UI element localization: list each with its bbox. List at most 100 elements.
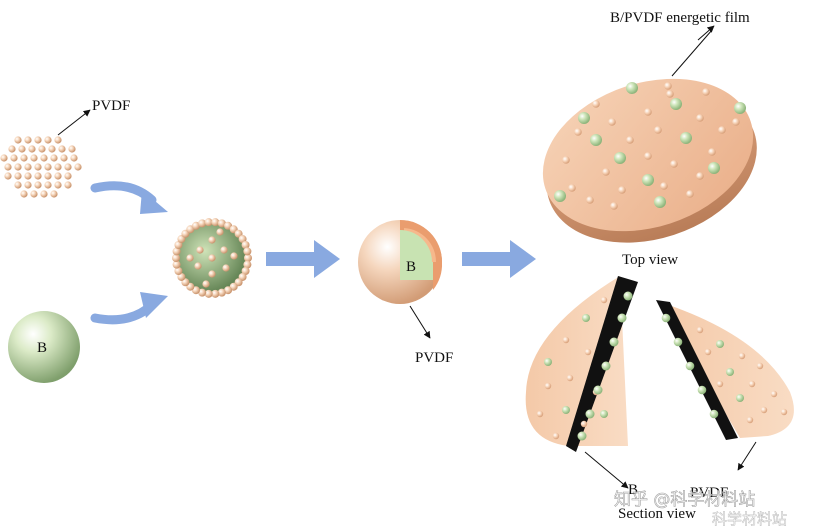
pvdf-particle bbox=[241, 240, 250, 249]
pvdf-particle bbox=[196, 246, 204, 254]
edge-b-particle bbox=[609, 337, 619, 347]
section-pvdf-label: PVDF bbox=[690, 485, 728, 501]
pvdf-particle bbox=[4, 172, 12, 180]
pvdf-particle-dot bbox=[592, 100, 600, 108]
section-view-label: Section view bbox=[618, 506, 696, 522]
block-arrow-1 bbox=[266, 240, 340, 278]
pvdf-particle-dot bbox=[660, 182, 668, 190]
b-particle-label: B bbox=[37, 340, 47, 356]
pvdf-particle bbox=[238, 235, 247, 244]
pvdf-particle bbox=[58, 145, 66, 153]
pvdf-particle-dot bbox=[586, 196, 594, 204]
pvdf-particle-dot bbox=[696, 172, 704, 180]
b-core-lower bbox=[400, 262, 433, 280]
b-particle-dot bbox=[590, 134, 602, 146]
slice-particle bbox=[780, 408, 788, 416]
pvdf-particle bbox=[54, 181, 62, 189]
pvdf-particle bbox=[68, 145, 76, 153]
coated-b-label: B bbox=[406, 259, 416, 275]
pvdf-particle bbox=[174, 267, 183, 276]
pvdf-particle bbox=[211, 289, 220, 298]
pvdf-particle bbox=[224, 286, 233, 295]
b-particle-dot bbox=[614, 152, 626, 164]
pvdf-particle bbox=[14, 172, 22, 180]
edge-b-particle bbox=[685, 361, 695, 371]
pvdf-particle bbox=[198, 288, 207, 297]
pvdf-particle bbox=[186, 254, 194, 262]
section-pvdf-pointer bbox=[737, 441, 757, 471]
pvdf-particle bbox=[48, 145, 56, 153]
pvdf-pointer-arrow bbox=[57, 109, 91, 136]
pvdf-particle bbox=[14, 163, 22, 171]
pvdf-particle bbox=[172, 247, 181, 256]
pvdf-particle bbox=[202, 280, 210, 288]
b-particle-dot bbox=[680, 132, 692, 144]
pvdf-particle bbox=[44, 181, 52, 189]
pvdf-particle bbox=[222, 264, 230, 272]
pvdf-particle bbox=[50, 190, 58, 198]
pvdf-particle-dot bbox=[644, 108, 652, 116]
section-b-label: B bbox=[628, 482, 638, 498]
slice-particle bbox=[746, 416, 754, 424]
pvdf-particle bbox=[211, 218, 220, 227]
pvdf-particle bbox=[54, 163, 62, 171]
pvdf-particle-dot bbox=[574, 128, 582, 136]
pvdf-particle-dot bbox=[608, 118, 616, 126]
pvdf-particle bbox=[204, 289, 213, 298]
pvdf-particle-dot bbox=[666, 90, 674, 98]
slice-particle bbox=[760, 406, 768, 414]
pvdf-particle bbox=[40, 190, 48, 198]
pvdf-particle bbox=[0, 154, 8, 162]
shell-edge-lower bbox=[433, 262, 443, 290]
pvdf-particle bbox=[54, 172, 62, 180]
pvdf-particle bbox=[243, 260, 252, 269]
pvdf-particle bbox=[208, 270, 216, 278]
slice-particle bbox=[566, 374, 574, 382]
pvdf-particle bbox=[8, 145, 16, 153]
pvdf-particle-dot bbox=[696, 114, 704, 122]
pvdf-particle bbox=[216, 228, 224, 236]
b-particle bbox=[8, 311, 80, 383]
pvdf-particle bbox=[18, 145, 26, 153]
pvdf-particle bbox=[217, 219, 226, 228]
b-particle-dot bbox=[626, 82, 638, 94]
slice-particle bbox=[544, 358, 552, 366]
pvdf-particle-dot bbox=[602, 168, 610, 176]
pvdf-particle bbox=[191, 221, 200, 230]
pvdf-particle bbox=[64, 181, 72, 189]
pvdf-shell-pointer bbox=[409, 305, 431, 339]
pvdf-particle-dot bbox=[718, 126, 726, 134]
slice-particle bbox=[544, 382, 552, 390]
pvdf-particle bbox=[204, 218, 213, 227]
b-particle-dot bbox=[554, 190, 566, 202]
pvdf-particle bbox=[20, 154, 28, 162]
b-particle-dot bbox=[734, 102, 746, 114]
pvdf-particle bbox=[208, 254, 216, 262]
pvdf-particle-dot bbox=[618, 186, 626, 194]
b-particle-dot bbox=[578, 112, 590, 124]
slice-particle bbox=[736, 394, 744, 402]
b-particle-dot bbox=[670, 98, 682, 110]
pvdf-particle bbox=[60, 154, 68, 162]
edge-b-particle bbox=[709, 409, 719, 419]
pvdf-particle-dot bbox=[702, 88, 710, 96]
top-view-label: Top view bbox=[622, 252, 678, 268]
pvdf-particle bbox=[34, 136, 42, 144]
pvdf-particle bbox=[50, 154, 58, 162]
pvdf-particle bbox=[241, 267, 250, 276]
pvdf-particle bbox=[243, 247, 252, 256]
section-right-particles bbox=[661, 313, 788, 424]
pvdf-particle bbox=[24, 181, 32, 189]
slice-particle bbox=[748, 380, 756, 388]
pvdf-particle-dot bbox=[626, 136, 634, 144]
pvdf-particle bbox=[177, 272, 186, 281]
edge-b-particle bbox=[623, 291, 633, 301]
pvdf-particle-dot bbox=[664, 82, 672, 90]
pvdf-particle bbox=[64, 163, 72, 171]
slice-particle bbox=[536, 410, 544, 418]
edge-b-particle bbox=[577, 431, 587, 441]
pvdf-particle bbox=[220, 246, 228, 254]
film-title-line bbox=[671, 29, 713, 77]
